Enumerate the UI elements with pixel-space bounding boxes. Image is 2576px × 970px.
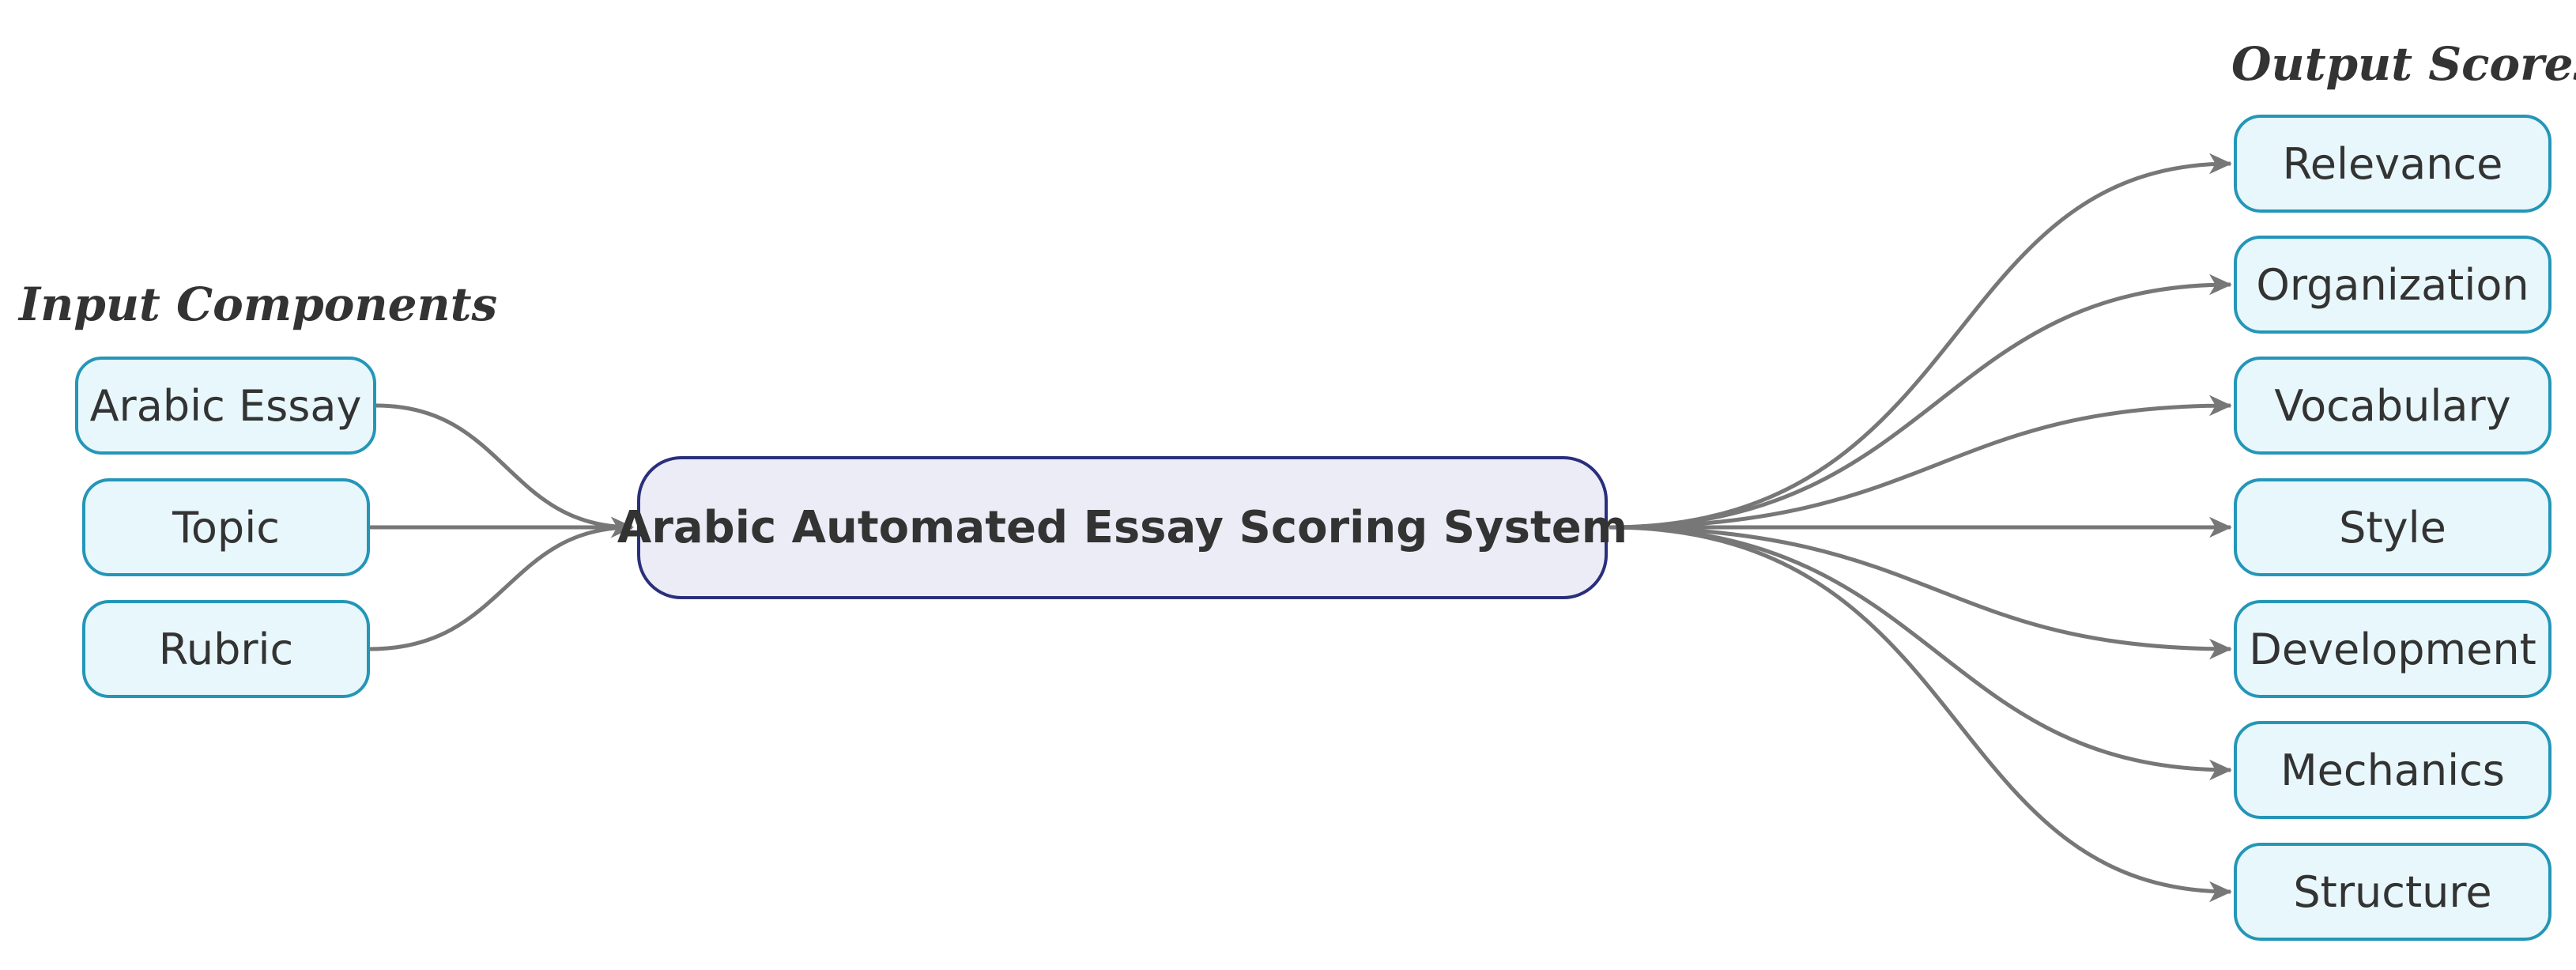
input-node-arabic-essay: Arabic Essay bbox=[75, 357, 376, 455]
input-node-rubric: Rubric bbox=[82, 600, 370, 698]
edge-structure bbox=[1609, 525, 2232, 903]
edge-rubric bbox=[369, 516, 634, 651]
edge-development bbox=[1609, 525, 2232, 660]
output-node-organization: Organization bbox=[2234, 236, 2551, 334]
edge-mechanics bbox=[1609, 525, 2232, 781]
central-system-node: Arabic Automated Essay Scoring System bbox=[617, 456, 1627, 599]
output-node-mechanics: Mechanics bbox=[2234, 721, 2551, 819]
output-node-development: Development bbox=[2234, 600, 2551, 698]
output-node-style: Style bbox=[2234, 478, 2551, 576]
input-node-topic: Topic bbox=[82, 478, 370, 576]
output-scores-title: Output Scores bbox=[2231, 37, 2576, 91]
input-components-title: Input Components bbox=[19, 277, 498, 331]
output-node-relevance: Relevance bbox=[2234, 115, 2551, 213]
edge-relevance bbox=[1609, 153, 2232, 530]
edge-arabic-essay bbox=[375, 403, 634, 538]
output-node-structure: Structure bbox=[2234, 843, 2551, 941]
edge-organization bbox=[1609, 274, 2232, 530]
edge-vocabulary bbox=[1609, 394, 2232, 530]
output-node-vocabulary: Vocabulary bbox=[2234, 357, 2551, 455]
